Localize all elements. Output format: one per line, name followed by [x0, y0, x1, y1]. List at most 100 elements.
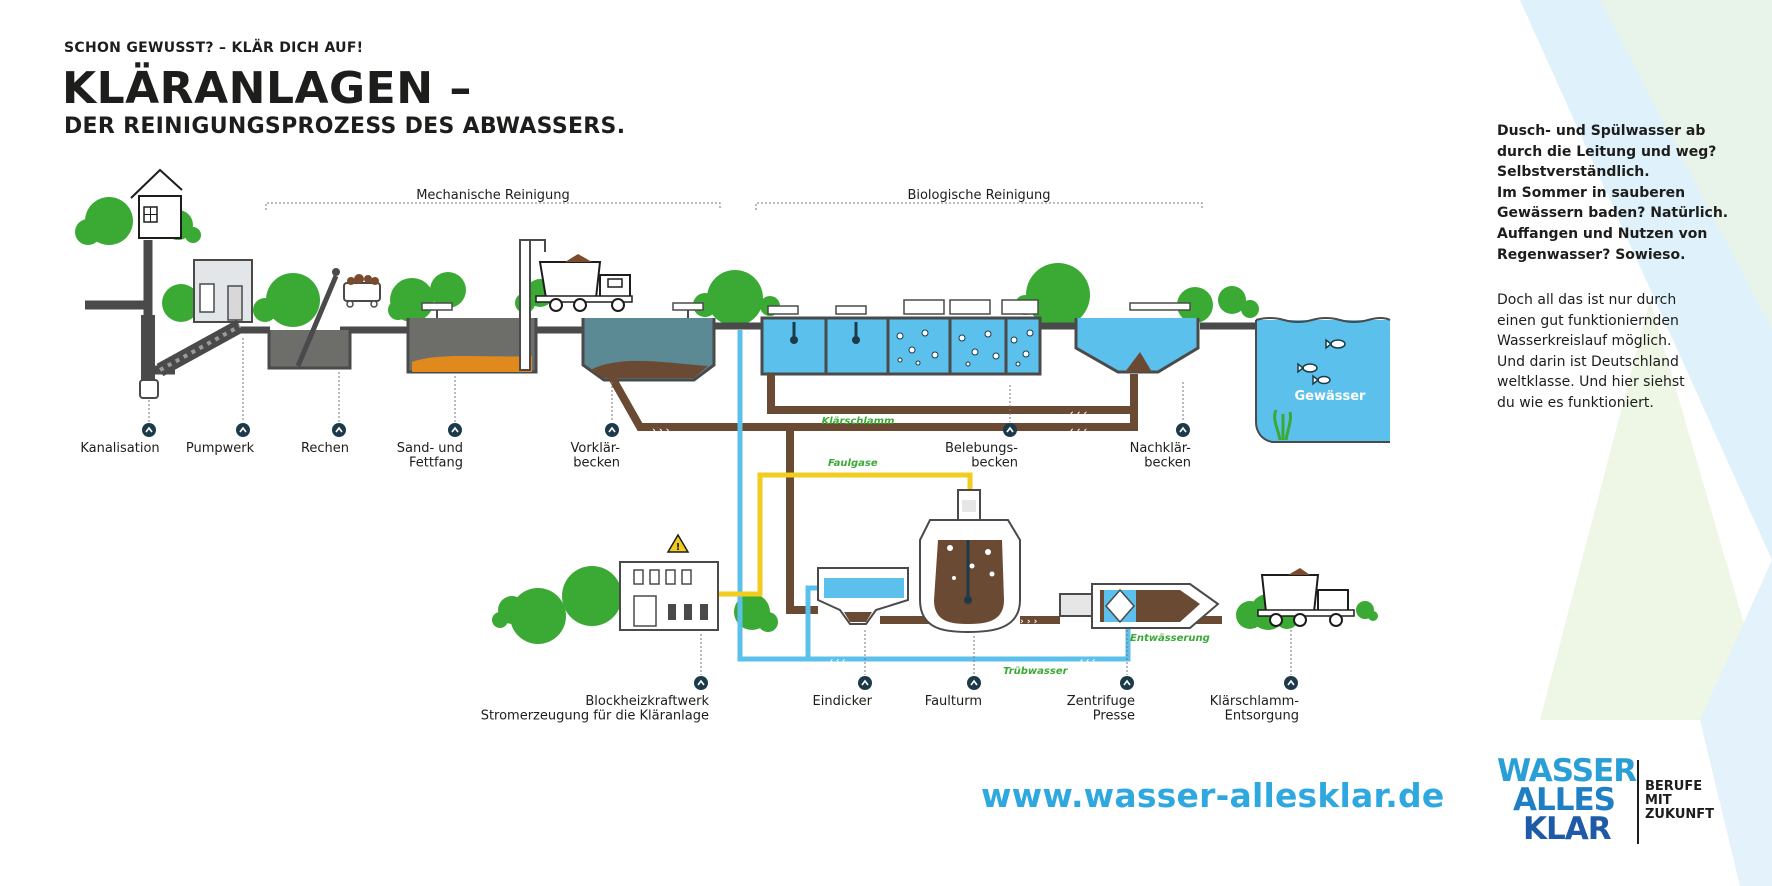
station-label: Fettfang [409, 456, 463, 471]
digester-tower [919, 489, 1021, 634]
station-label: Nachklär- [1130, 441, 1192, 456]
up-arrow-marker-icon[interactable] [1120, 676, 1134, 690]
thickener-basin [817, 567, 909, 625]
logo-word: KLAR [1523, 811, 1612, 847]
brand-logo: WASSER ALLES KLAR BERUFE MIT ZUKUNFT [1497, 756, 1737, 846]
svg-text:› › ›: › › › [1020, 617, 1038, 627]
grit-trap-basin [406, 302, 538, 374]
fish-icon [1297, 338, 1346, 386]
marker-arrow [1179, 426, 1187, 433]
water-body-label: Gewässer [1295, 389, 1367, 404]
crane [519, 239, 546, 371]
up-arrow-marker-icon[interactable] [858, 676, 872, 690]
logo-tagline: BERUFE [1645, 779, 1703, 794]
up-arrow-marker-icon[interactable] [332, 423, 346, 437]
aeration-tanks [760, 299, 1042, 376]
pump-house [156, 259, 253, 377]
logo-tagline: ZUKUNFT [1645, 807, 1715, 822]
side-panel-line: Dusch- und Spülwasser ab [1497, 123, 1706, 139]
up-arrow-marker-icon[interactable] [1176, 423, 1190, 437]
marker-arrow [861, 679, 869, 686]
station-label: Stromerzeugung für die Kläranlage [481, 709, 709, 724]
up-arrow-marker-icon[interactable] [605, 423, 619, 437]
power-plant: ! [619, 533, 719, 631]
secondary-clarifier-basin [1074, 302, 1200, 374]
marker-arrow [1287, 679, 1295, 686]
marker-arrow [697, 679, 705, 686]
svg-text:‹ ‹ ‹: ‹ ‹ ‹ [830, 656, 845, 665]
side-panel-line: durch die Leitung und weg? [1497, 143, 1717, 160]
marker-arrow [1123, 679, 1131, 686]
station-label: Eindicker [813, 694, 873, 709]
logo-word: WASSER [1497, 753, 1637, 789]
side-panel-line: Auffangen und Nutzen von [1497, 225, 1708, 242]
disposal-truck [1257, 568, 1355, 627]
logo-divider [1637, 760, 1639, 844]
svg-text:‹ ‹ ‹: ‹ ‹ ‹ [1080, 656, 1095, 665]
marker-arrow [145, 426, 153, 433]
station-label: becken [573, 456, 620, 471]
side-panel-intro: Dusch- und Spülwasser ab durch die Leitun… [1497, 121, 1737, 265]
logo-word: ALLES [1513, 782, 1616, 818]
station-label: Pumpwerk [186, 441, 255, 456]
truck-icon [535, 254, 633, 312]
side-panel-line: Doch all das ist nur durch [1497, 292, 1677, 308]
section-label-biological: Biologische Reinigung [907, 188, 1050, 203]
logo-tagline: MIT [1645, 793, 1672, 808]
page-title: KLÄRANLAGEN – [62, 63, 472, 114]
marker-arrow [239, 426, 247, 433]
centrifuge-press [1059, 583, 1220, 629]
side-panel-body: Doch all das ist nur durch einen gut funk… [1497, 290, 1737, 414]
turbid-flow-arrows: ‹ ‹ ‹ ‹ ‹ ‹ [830, 656, 1095, 665]
section-bracket-biological [755, 202, 1203, 210]
side-panel-line: Wasserkreislauf möglich. [1497, 333, 1672, 350]
marker-arrow [970, 679, 978, 686]
flow-label-dewatering: Entwässerung [1130, 633, 1210, 644]
website-link[interactable]: www.wasser-allesklar.de [981, 776, 1445, 815]
svg-text:‹ ‹ ‹: ‹ ‹ ‹ [1070, 426, 1087, 436]
marker-arrow [335, 426, 343, 433]
side-panel-line: Selbstverständlich. [1497, 164, 1650, 181]
station-label: Blockheizkraftwerk [585, 694, 709, 709]
trees [75, 197, 1378, 644]
up-arrow-marker-icon[interactable] [448, 423, 462, 437]
up-arrow-marker-icon[interactable] [694, 676, 708, 690]
side-panel-line: Im Sommer in sauberen [1497, 184, 1686, 201]
sewer-cap [139, 379, 159, 399]
primary-clarifier-basin [581, 302, 716, 382]
marker-arrow [451, 426, 459, 433]
station-label: Vorklär- [571, 441, 621, 456]
side-panel-line: Gewässern baden? Natürlich. [1497, 205, 1729, 222]
water-body: Gewässer [1255, 317, 1391, 443]
station-label: Klärschlamm- [1210, 694, 1300, 709]
station-label: becken [971, 456, 1018, 471]
section-label-mechanical: Mechanische Reinigung [416, 188, 570, 203]
side-panel-line: Regenwasser? Sowieso. [1497, 246, 1686, 263]
station-label: Presse [1093, 709, 1135, 724]
side-panel-line: du wie es funktioniert. [1497, 394, 1654, 411]
station-label: Belebungs- [945, 441, 1018, 456]
side-panel-line: einen gut funktioniernden [1497, 312, 1679, 329]
side-panel-line: Und darin ist Deutschland [1497, 353, 1679, 370]
house-icon [130, 168, 183, 239]
up-arrow-marker-icon[interactable] [967, 676, 981, 690]
screen-basin [267, 268, 381, 370]
marker-arrow [1006, 426, 1014, 433]
svg-text:› › ›: › › › [652, 426, 670, 436]
svg-text:‹ ‹ ‹: ‹ ‹ ‹ [1070, 409, 1087, 419]
page-subtitle: DER REINIGUNGSPROZESS DES ABWASSERS. [64, 114, 626, 139]
up-arrow-marker-icon[interactable] [236, 423, 250, 437]
warning-icon: ! [666, 533, 690, 553]
section-bracket-mechanical [265, 202, 721, 210]
up-arrow-marker-icon[interactable] [1003, 423, 1017, 437]
header-kicker: SCHON GEWUSST? – KLÄR DICH AUF! [64, 40, 364, 56]
station-label: Entsorgung [1225, 709, 1299, 724]
up-arrow-marker-icon[interactable] [1284, 676, 1298, 690]
up-arrow-marker-icon[interactable] [142, 423, 156, 437]
flow-label-sludge: Klärschlamm [822, 416, 895, 427]
gas-line [718, 472, 973, 597]
